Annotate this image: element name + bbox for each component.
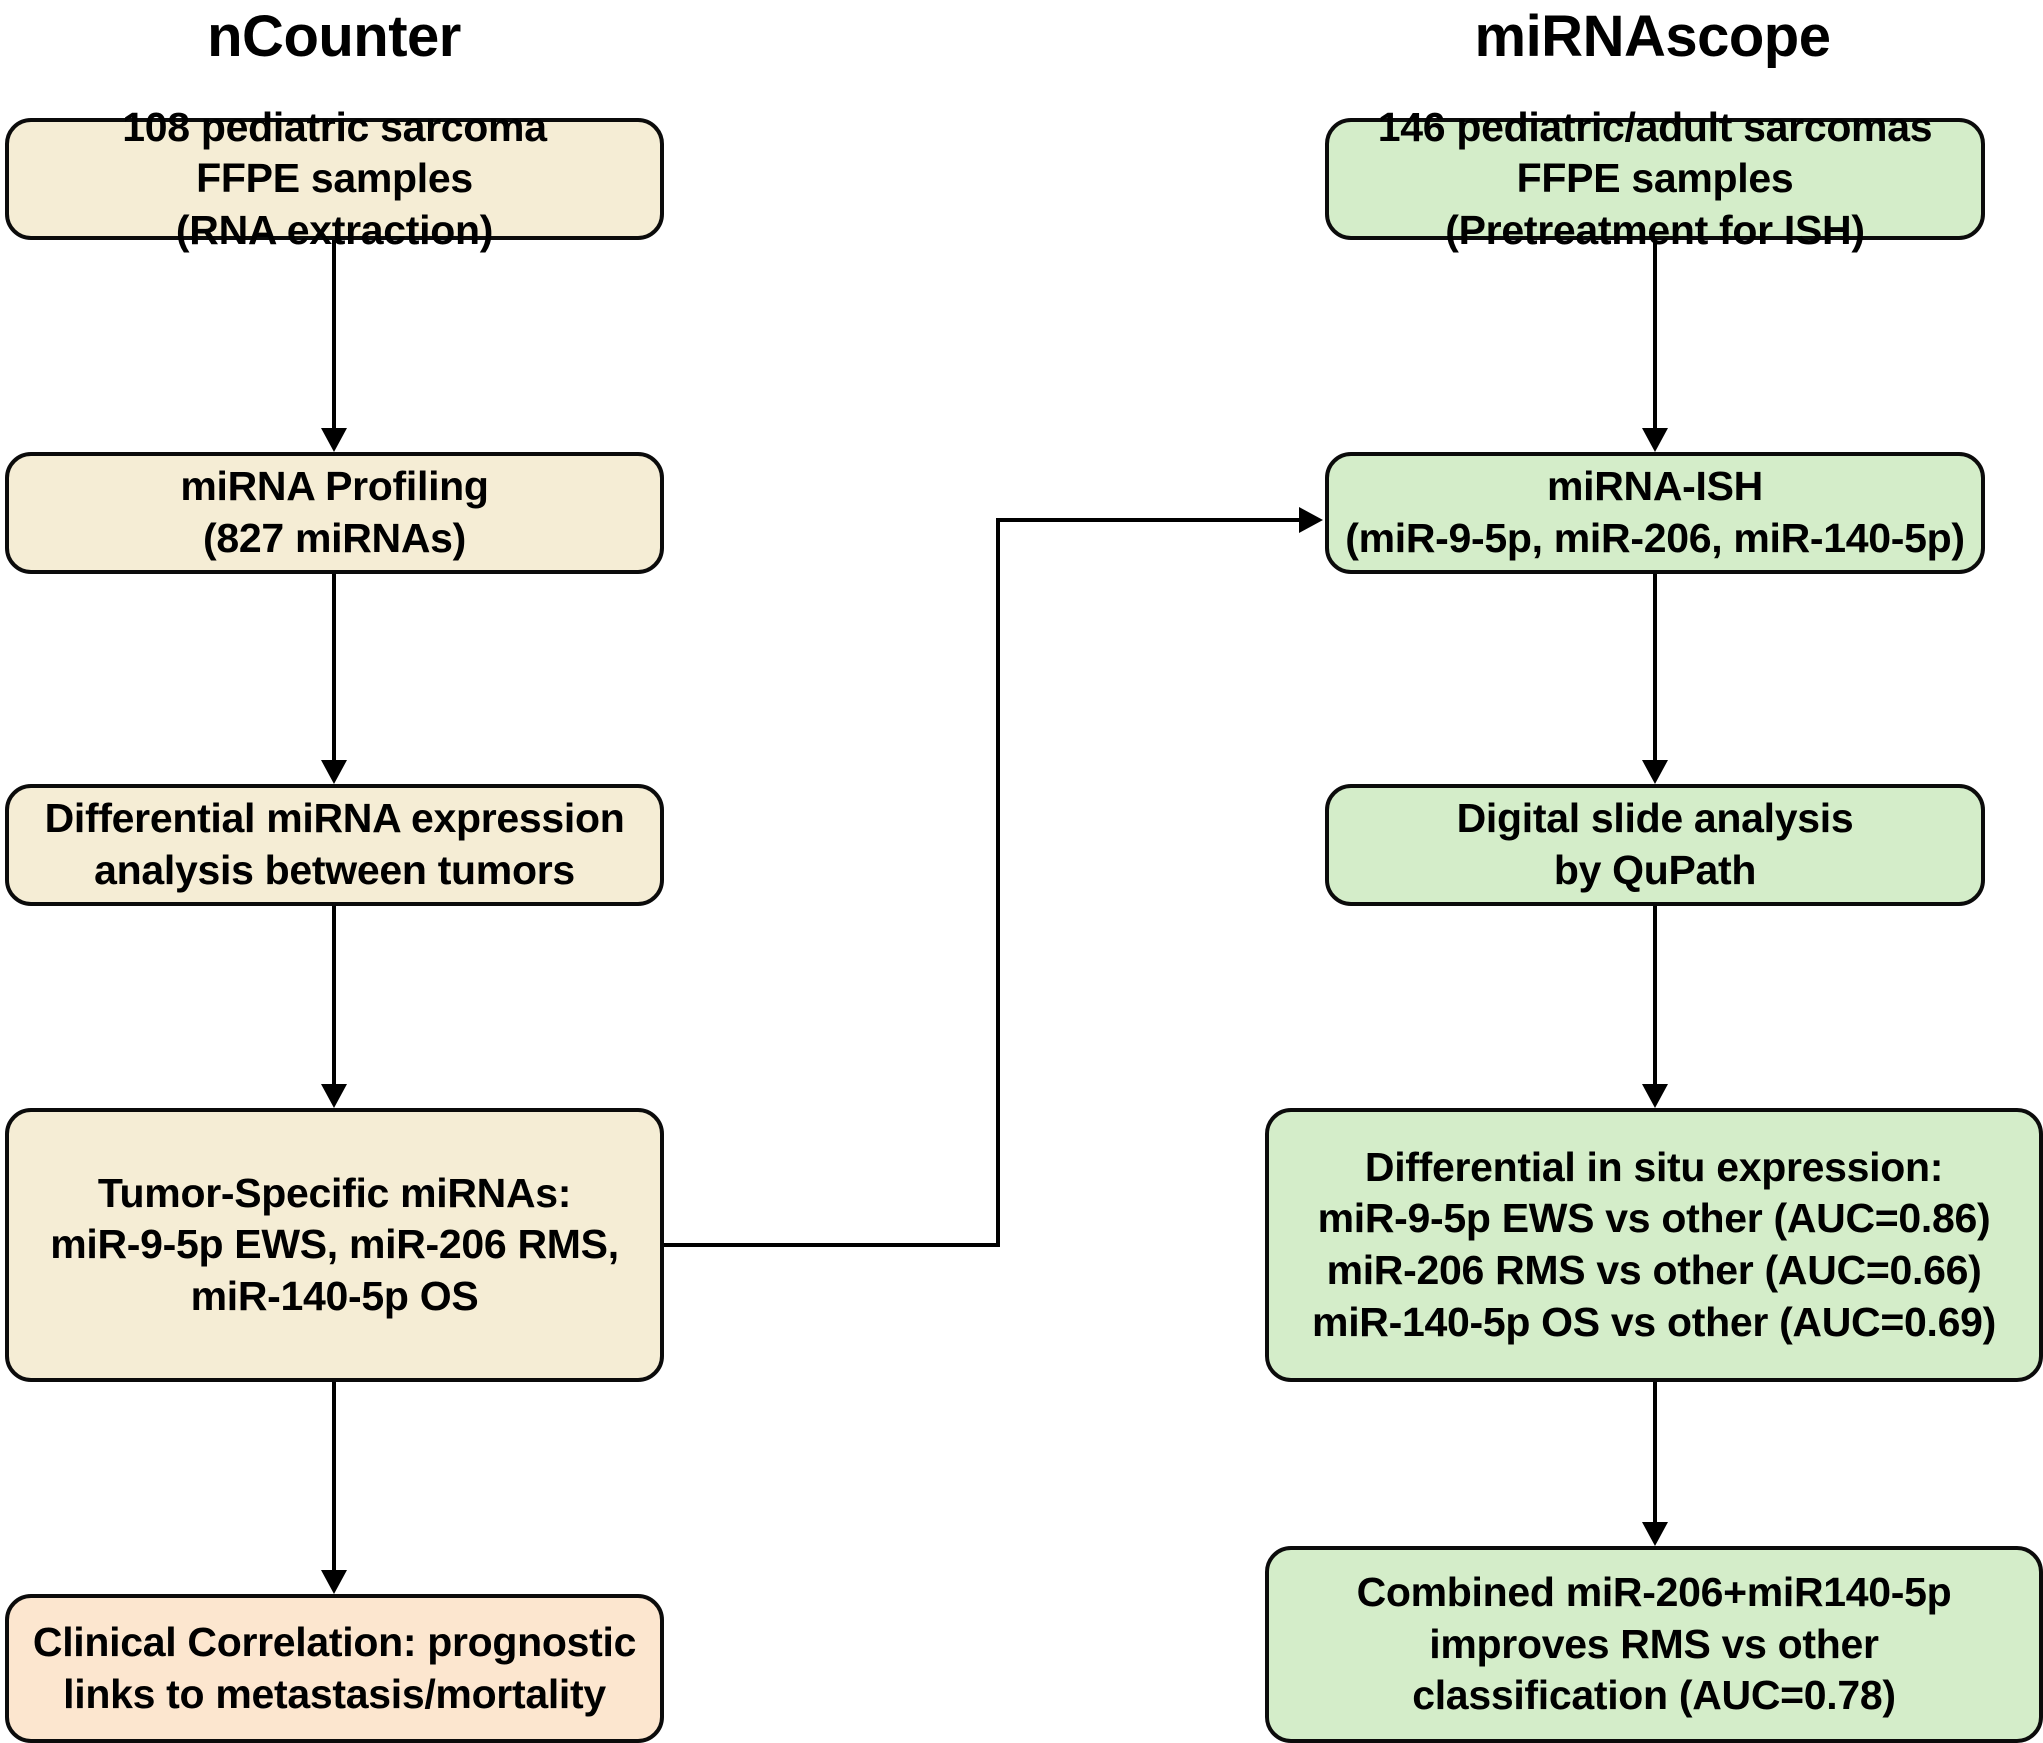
- node-left-diff-expression[interactable]: Differential miRNA expression analysis b…: [5, 784, 664, 906]
- node-left-tumor-specific[interactable]: Tumor-Specific miRNAs: miR-9-5p EWS, miR…: [5, 1108, 664, 1382]
- connector-left-2-arrowhead: [321, 760, 347, 784]
- connector-cross-segment-v: [996, 518, 1000, 1247]
- connector-right-1-arrowhead: [1642, 428, 1668, 452]
- column-title-mirnascope: miRNAscope: [1474, 4, 1831, 69]
- node-left-diff-expression-label: Differential miRNA expression analysis b…: [44, 795, 625, 893]
- node-right-samples[interactable]: 146 pediatric/adult sarcomas FFPE sample…: [1325, 104, 1985, 253]
- node-right-in-situ-expression[interactable]: Differential in situ expression: miR-9-5…: [1265, 1108, 2043, 1382]
- node-left-profiling[interactable]: miRNA Profiling (827 miRNAs): [5, 452, 664, 574]
- node-right-digital-slide[interactable]: Digital slide analysis by QuPath: [1325, 784, 1985, 906]
- node-right-combined-classification[interactable]: Combined miR-206+miR140-5p improves RMS …: [1265, 1546, 2043, 1743]
- connector-cross-arrowhead: [1299, 507, 1323, 533]
- column-title-ncounter: nCounter: [207, 4, 461, 69]
- connector-cross-segment-h2: [996, 518, 1301, 522]
- connector-right-2-line: [1653, 574, 1657, 762]
- connector-right-4-line: [1653, 1382, 1657, 1524]
- connector-right-4-arrowhead: [1642, 1522, 1668, 1546]
- connector-cross-segment-h1: [664, 1243, 1000, 1247]
- connector-right-2-arrowhead: [1642, 760, 1668, 784]
- connector-left-1-arrowhead: [321, 428, 347, 452]
- connector-left-1-line: [332, 240, 336, 430]
- connector-left-2-line: [332, 574, 336, 762]
- connector-left-4-arrowhead: [321, 1570, 347, 1594]
- connector-left-3-line: [332, 906, 336, 1086]
- connector-left-4-line: [332, 1382, 336, 1572]
- node-left-samples[interactable]: 108 pediatric sarcoma FFPE samples (RNA …: [5, 104, 664, 253]
- node-left-clinical-correlation-label: Clinical Correlation: prognostic links t…: [32, 1618, 637, 1717]
- node-left-clinical-correlation[interactable]: Clinical Correlation: prognostic links t…: [5, 1594, 664, 1743]
- node-right-samples-label: 146 pediatric/adult sarcomas FFPE sample…: [1377, 103, 1933, 253]
- connector-left-3-arrowhead: [321, 1084, 347, 1108]
- connector-right-3-line: [1653, 906, 1657, 1086]
- node-right-mirna-ish[interactable]: miRNA-ISH (miR-9-5p, miR-206, miR-140-5p…: [1325, 452, 1985, 574]
- node-left-profiling-label: miRNA Profiling (827 miRNAs): [180, 463, 489, 561]
- node-right-digital-slide-label: Digital slide analysis by QuPath: [1456, 795, 1854, 893]
- node-right-in-situ-expression-label: Differential in situ expression: miR-9-5…: [1312, 1143, 1996, 1345]
- node-left-samples-label: 108 pediatric sarcoma FFPE samples (RNA …: [122, 103, 547, 253]
- node-right-mirna-ish-label: miRNA-ISH (miR-9-5p, miR-206, miR-140-5p…: [1345, 463, 1965, 561]
- node-left-tumor-specific-label: Tumor-Specific miRNAs: miR-9-5p EWS, miR…: [50, 1169, 619, 1319]
- node-right-combined-classification-label: Combined miR-206+miR140-5p improves RMS …: [1356, 1569, 1952, 1719]
- connector-right-1-line: [1653, 240, 1657, 430]
- connector-right-3-arrowhead: [1642, 1084, 1668, 1108]
